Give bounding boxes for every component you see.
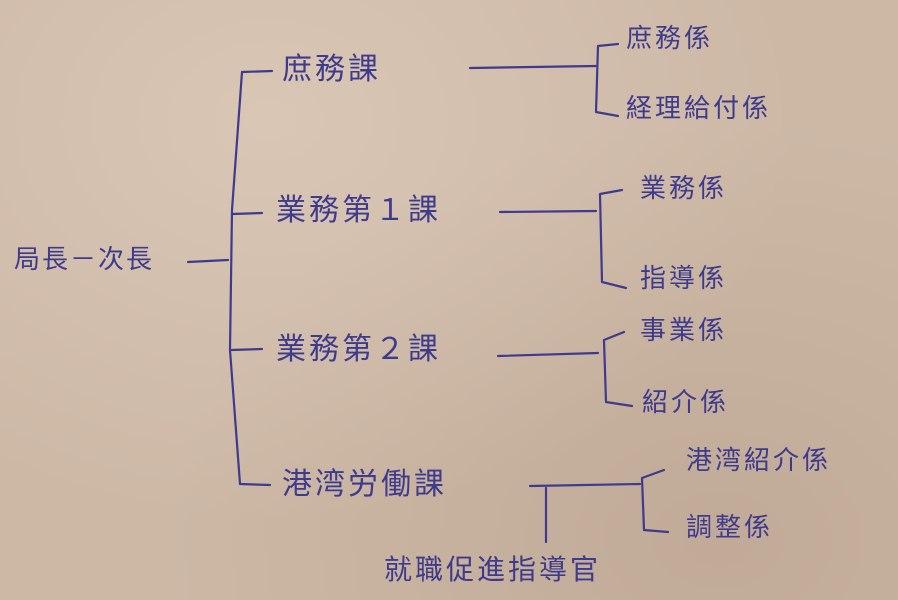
link-division-1 [468,64,598,70]
link-division-3 [496,351,600,358]
bracket-division-2 [598,188,628,290]
section-3-1-label: 事業係 [640,316,728,346]
branch-division-3 [230,347,264,352]
branch-division-4 [238,482,272,487]
section-1-2-label: 経理給付係 [626,94,772,124]
section-3-2-label: 紹介係 [642,388,730,418]
branch-division-2 [231,211,264,216]
section-2-2-label: 指導係 [640,264,728,294]
root-node: 局長－次長 [14,245,155,275]
attached-officer-label: 就職促進指導官 [384,553,602,586]
bracket-division-3 [602,330,634,408]
link-division-2 [498,209,598,214]
division-2-label: 業務第１課 [276,193,441,228]
root-connector [186,258,230,264]
section-1-1-label: 庶務係 [626,24,714,54]
section-4-1-label: 港湾紹介係 [686,446,832,476]
division-4-label: 港湾労働課 [282,467,447,502]
main-trunk [228,70,244,486]
section-4-2-label: 調整係 [686,513,774,543]
bracket-division-4 [640,468,670,534]
division-3-label: 業務第２課 [276,332,441,367]
link-division-4 [528,482,642,488]
division-1-label: 庶務課 [282,52,381,87]
section-2-1-label: 業務係 [640,174,728,204]
branch-division-1 [240,69,274,74]
bracket-division-1 [594,42,620,118]
